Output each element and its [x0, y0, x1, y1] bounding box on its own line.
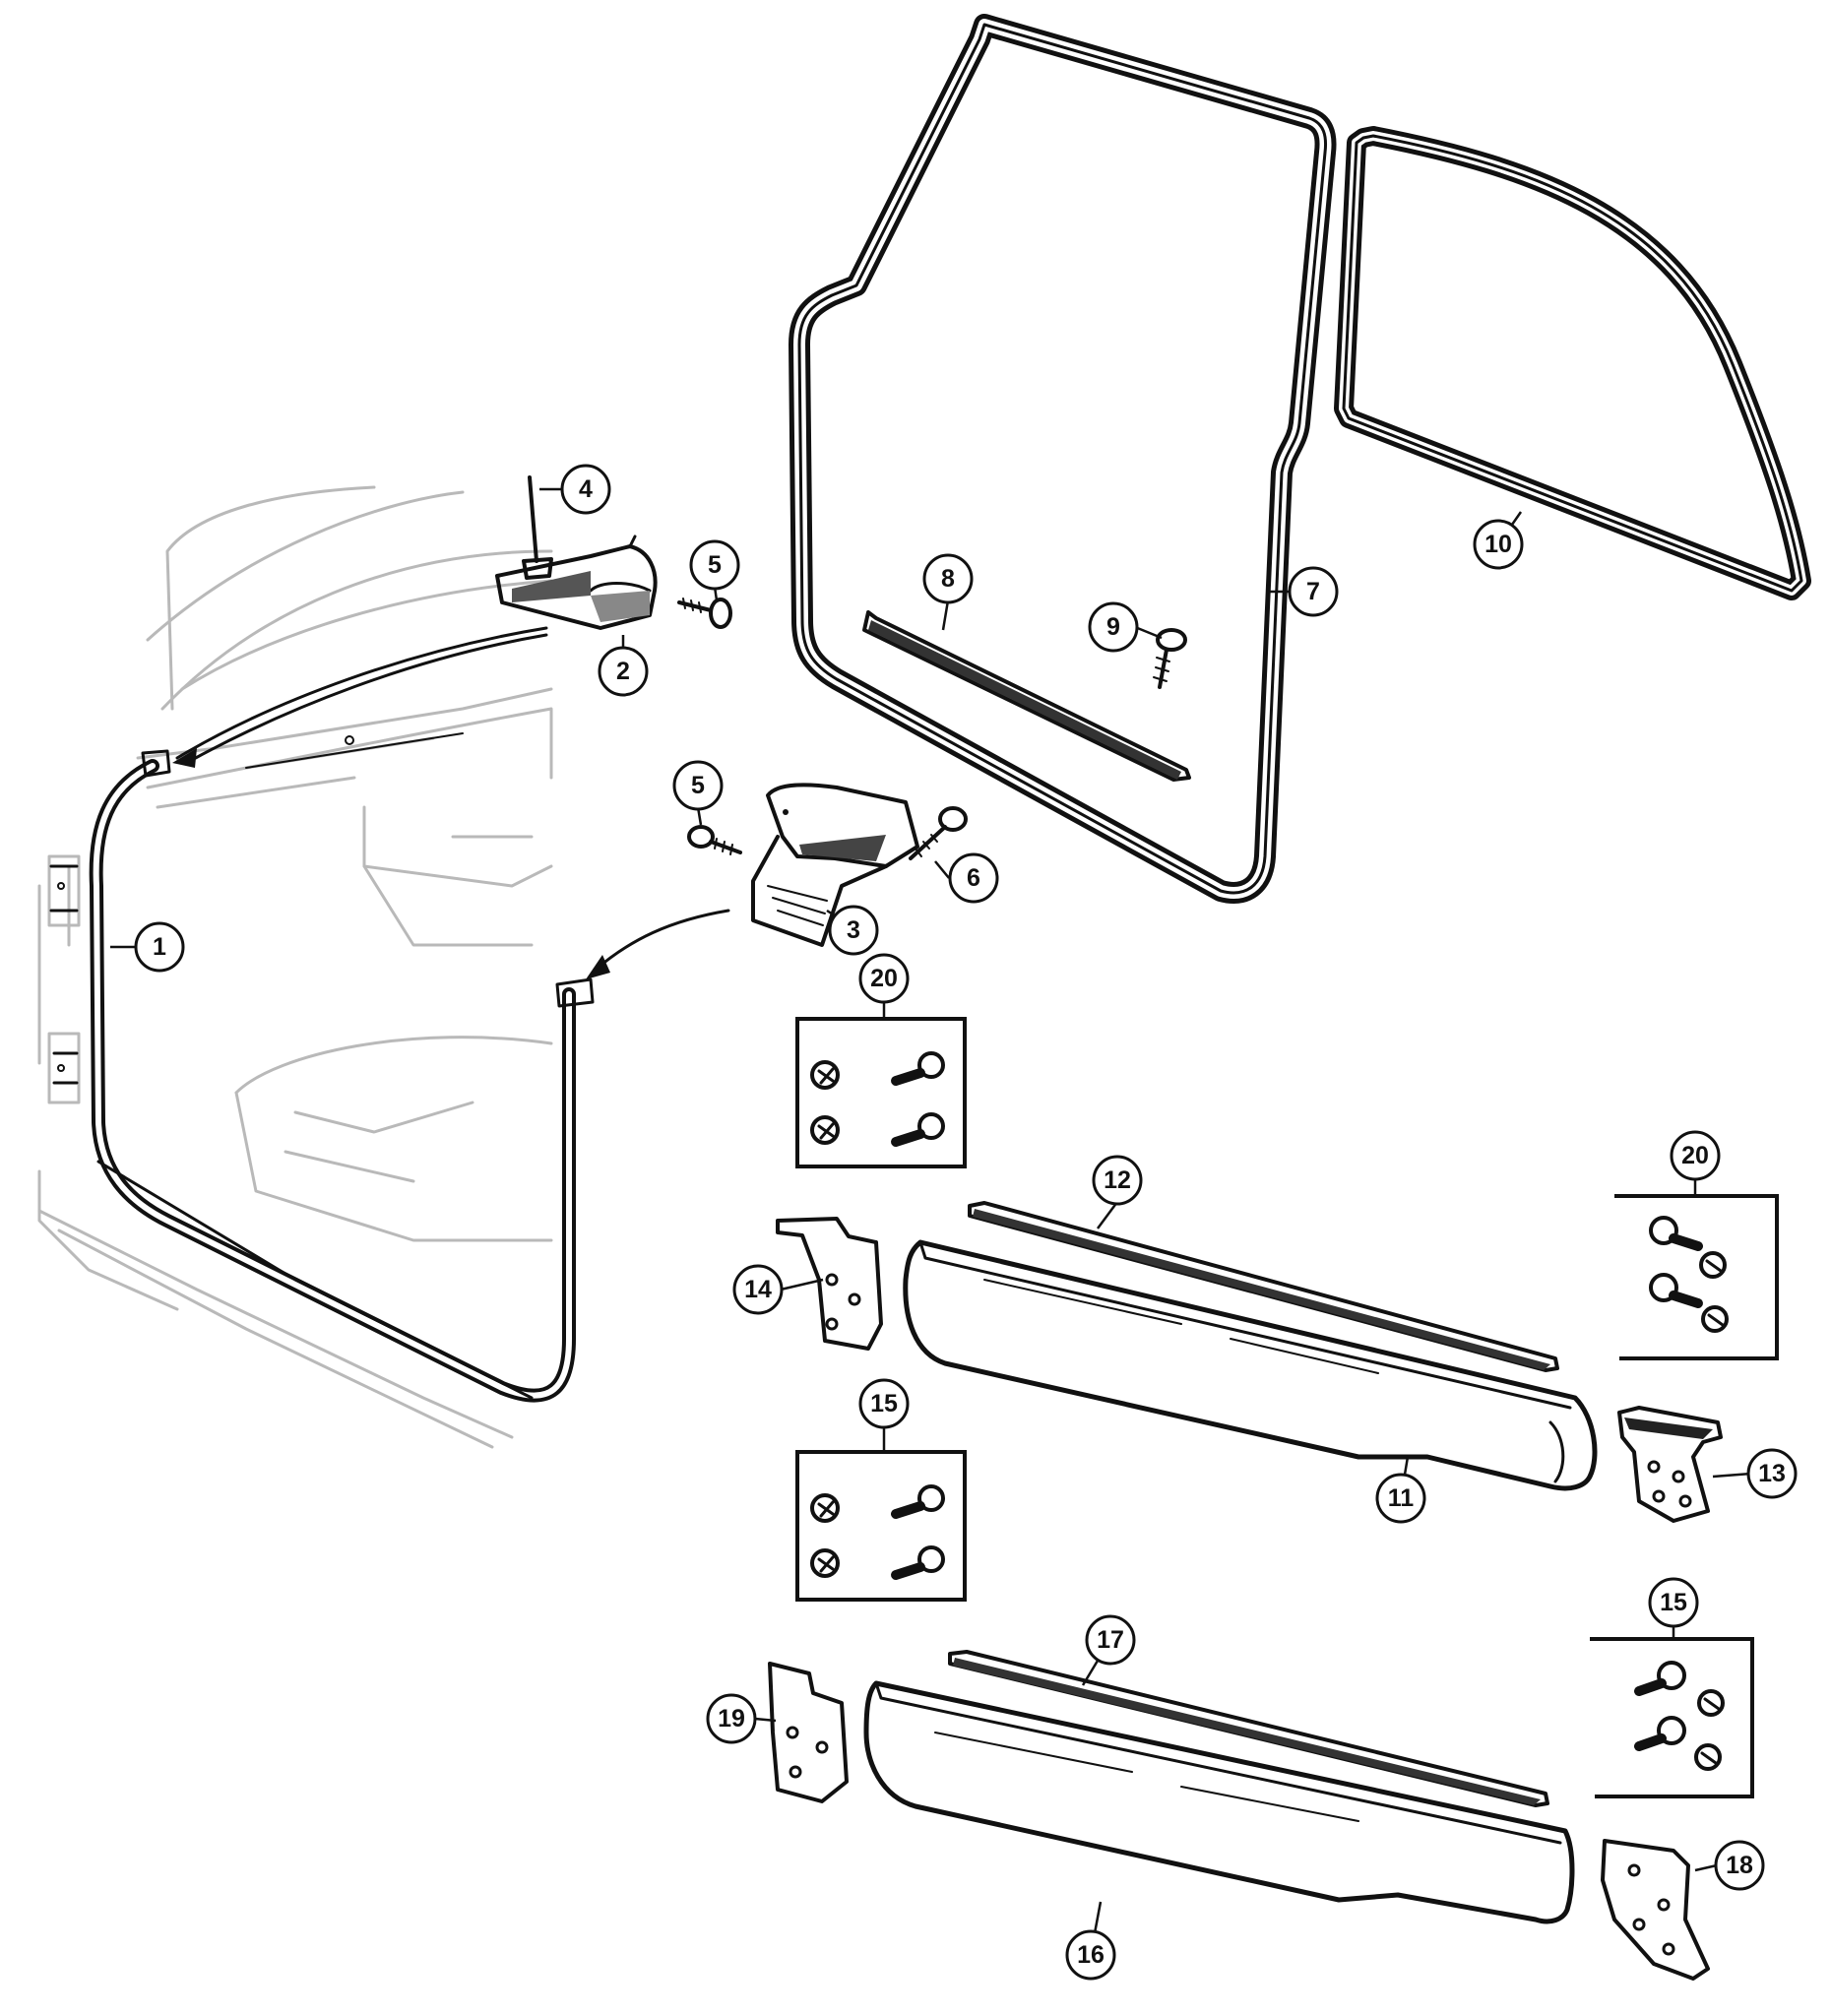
- callout-15-left: 15: [858, 1378, 910, 1429]
- callout-8: 8: [922, 553, 974, 604]
- callout-5-upper-label: 5: [708, 551, 722, 579]
- callout-11-label: 11: [1388, 1484, 1415, 1512]
- callout-18: 18: [1714, 1840, 1765, 1891]
- part-4-pin: [522, 475, 553, 580]
- part-7-door-seal: [789, 14, 1337, 904]
- part-20-fixing-kit-box-right: [1614, 1194, 1779, 1360]
- part-20-fixing-kit-box-left: [795, 1017, 967, 1168]
- part-12-sill-strip: [968, 1201, 1559, 1372]
- callout-6: 6: [948, 852, 999, 904]
- callout-10: 10: [1473, 519, 1524, 570]
- part-3-lower-clip: [751, 783, 919, 947]
- callout-16-label: 16: [1077, 1941, 1105, 1969]
- callout-20-left: 20: [858, 953, 910, 1004]
- callout-5-lower-label: 5: [691, 772, 705, 799]
- leader-lines: [110, 487, 1752, 1934]
- callout-9-label: 9: [1106, 613, 1120, 641]
- callout-18-label: 18: [1726, 1852, 1753, 1879]
- callout-19: 19: [706, 1693, 757, 1744]
- callout-1: 1: [134, 921, 185, 973]
- callout-3-label: 3: [847, 916, 860, 944]
- callout-17-label: 17: [1097, 1626, 1124, 1654]
- callout-20-left-label: 20: [870, 965, 898, 992]
- callout-20-right: 20: [1670, 1130, 1721, 1181]
- callout-13-label: 13: [1758, 1460, 1786, 1487]
- callout-4: 4: [560, 464, 611, 515]
- callout-7-label: 7: [1306, 578, 1320, 605]
- part-18-bracket: [1601, 1839, 1710, 1981]
- callout-2-label: 2: [616, 658, 630, 685]
- callout-13: 13: [1746, 1448, 1798, 1499]
- callout-14: 14: [732, 1264, 784, 1315]
- callout-7: 7: [1288, 566, 1339, 617]
- part-16-sill-cover: [863, 1680, 1575, 1924]
- part-10-quarter-window-seal: [1334, 126, 1811, 600]
- car-body-background: [37, 485, 553, 1449]
- callout-5-upper: 5: [689, 539, 740, 591]
- callout-11: 11: [1375, 1473, 1426, 1524]
- fitting-arrows: [172, 626, 730, 979]
- part-6-screw: [909, 806, 968, 860]
- callout-2: 2: [598, 646, 649, 697]
- part-5-screw-upper: [677, 598, 732, 629]
- part-14-bracket: [776, 1217, 883, 1351]
- callout-16: 16: [1065, 1929, 1116, 1981]
- callout-3: 3: [828, 905, 879, 956]
- callout-9: 9: [1088, 601, 1139, 653]
- part-2-upper-clip: [495, 535, 658, 630]
- callout-12-label: 12: [1104, 1166, 1131, 1194]
- part-9-screw: [1153, 628, 1187, 689]
- callout-1-label: 1: [153, 933, 166, 961]
- part-19-bracket: [768, 1662, 849, 1803]
- callout-4-label: 4: [579, 475, 593, 503]
- part-11-sill-cover: [903, 1239, 1598, 1491]
- part-13-bracket: [1617, 1406, 1723, 1523]
- part-5-screw-lower: [687, 825, 742, 855]
- part-15-fixing-kit-box-left: [795, 1450, 967, 1602]
- callout-15-left-label: 15: [870, 1390, 898, 1418]
- callout-15-right-label: 15: [1660, 1589, 1687, 1616]
- part-1-door-aperture-seal: [89, 749, 595, 1403]
- callout-8-label: 8: [941, 565, 955, 593]
- callout-12: 12: [1092, 1155, 1143, 1206]
- part-15-fixing-kit-box-right: [1590, 1637, 1754, 1798]
- callout-15-right: 15: [1648, 1577, 1699, 1628]
- callout-19-label: 19: [718, 1705, 745, 1732]
- callout-5-lower: 5: [672, 760, 724, 811]
- callout-17: 17: [1085, 1614, 1136, 1666]
- callout-20-right-label: 20: [1681, 1142, 1709, 1169]
- callout-6-label: 6: [967, 864, 980, 892]
- callout-14-label: 14: [744, 1276, 772, 1303]
- part-8-waist-strip: [862, 610, 1191, 782]
- part-17-sill-strip: [948, 1650, 1549, 1807]
- callout-10-label: 10: [1484, 531, 1512, 558]
